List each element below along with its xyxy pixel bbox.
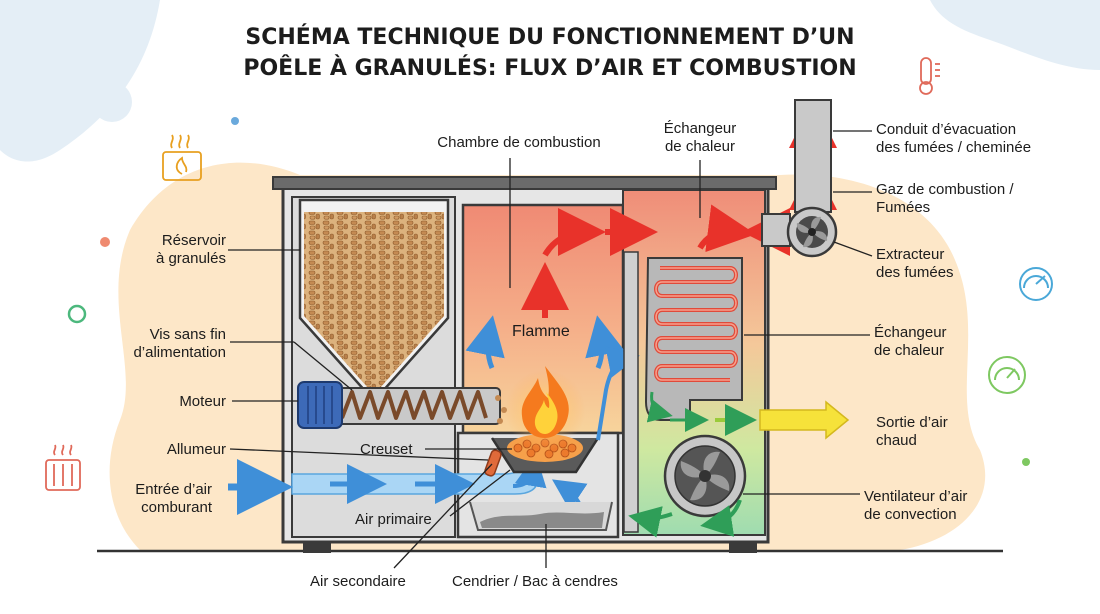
corner-blob-right (930, 0, 1100, 70)
leader-lines (228, 130, 873, 569)
page-title: SCHÉMA TECHNIQUE DU FONCTIONNEMENT D’UN … (200, 22, 900, 84)
stove-foot-right (729, 541, 757, 553)
convection-fan-icon (663, 434, 747, 518)
air-intake (228, 447, 588, 515)
pellet-fill (304, 212, 444, 388)
exhaust-duct (761, 213, 791, 247)
ash-pan (469, 501, 613, 531)
eco-gauge-icon (988, 356, 1026, 394)
label-gaz-combustion: Gaz de combustion /Fumées (876, 181, 1014, 216)
stove-icon (162, 134, 202, 181)
stove-foot-left (303, 541, 331, 553)
auger-screw (340, 390, 488, 420)
smoke-extractor-icon (786, 206, 838, 258)
stove-top-plate (272, 176, 777, 190)
igniter (484, 449, 502, 477)
ring-green (67, 304, 87, 324)
label-creuset: Creuset (360, 441, 413, 458)
label-chambre-combustion: Chambre de combustion (437, 134, 601, 151)
label-air-secondaire: Air secondaire (310, 573, 406, 590)
thermometer-icon (919, 57, 940, 95)
radiator-icon (45, 444, 81, 491)
label-flamme: Flamme (512, 323, 570, 340)
title-line-2: POÊLE À GRANULÉS: FLUX D’AIR ET COMBUSTI… (243, 56, 857, 81)
label-moteur: Moteur (179, 393, 226, 410)
label-allumeur: Allumeur (166, 441, 226, 458)
pellet-hopper (298, 198, 450, 394)
auger-assembly (297, 381, 507, 429)
gauge-icon (1019, 267, 1053, 301)
bubble-left (92, 82, 132, 122)
dot-coral (100, 237, 110, 247)
hot-air-outlet-arrow (759, 400, 850, 440)
heat-exchanger (623, 251, 743, 533)
motor (297, 381, 343, 429)
label-air-primaire: Air primaire (355, 511, 432, 528)
corner-blob-left (0, 0, 160, 162)
title-line-1: SCHÉMA TECHNIQUE DU FONCTIONNEMENT D’UN (245, 25, 855, 50)
label-cendrier: Cendrier / Bac à cendres (452, 573, 618, 590)
dot-blue (231, 117, 239, 125)
flame-icon (505, 366, 585, 450)
dot-green (1022, 458, 1030, 466)
convection-arrows (628, 391, 850, 538)
chimney-pipe (794, 99, 832, 213)
chimney (761, 99, 832, 247)
